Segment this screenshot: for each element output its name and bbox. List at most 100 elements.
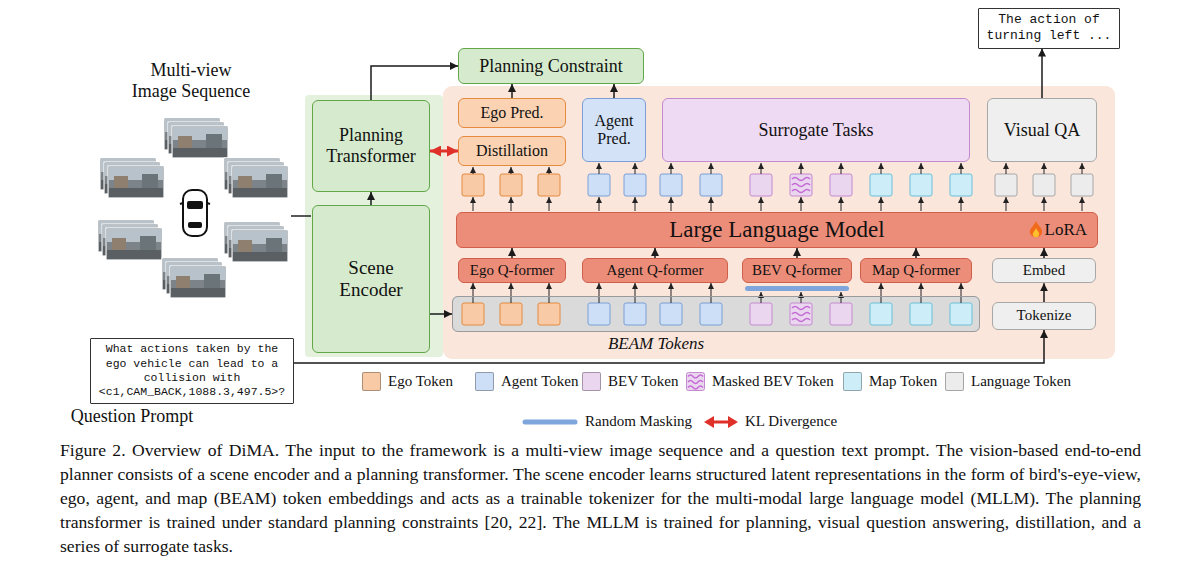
flow-arrow — [1043, 283, 1045, 302]
token-arrow — [635, 163, 636, 174]
token-arrow — [961, 163, 962, 174]
token-square — [1071, 174, 1093, 196]
qformer-box: BEV Q-former — [742, 258, 852, 283]
legend-item: Masked BEV Token — [686, 372, 834, 391]
legend-text: KL Divergence — [745, 413, 837, 430]
llm-band: Large Language ModelLoRA — [456, 212, 1098, 248]
token-arrow — [473, 197, 474, 211]
token-square — [790, 303, 812, 325]
legend-text: Random Masking — [585, 413, 692, 430]
token-arrow — [473, 283, 474, 303]
token-square — [1033, 174, 1055, 196]
token-square — [910, 303, 932, 325]
prediction-box: Ego Pred. — [458, 98, 566, 128]
flow-arrow — [430, 313, 452, 315]
token-arrow — [841, 197, 842, 211]
token-square — [462, 174, 484, 196]
token-square — [660, 303, 682, 325]
token-arrow — [511, 167, 512, 174]
figure-caption: Figure 2. Overview of DiMA. The input to… — [60, 438, 1141, 558]
node-text: Ego Q-former — [470, 262, 555, 279]
flow-arrow — [371, 66, 458, 100]
token-arrow — [761, 292, 762, 303]
token-arrow — [921, 197, 922, 211]
ego-car — [180, 190, 210, 236]
legend-item: Map Token — [843, 372, 937, 391]
token-square — [538, 303, 560, 325]
flow-arrow — [654, 248, 656, 258]
mask-wave — [792, 313, 810, 316]
token-arrow — [599, 163, 600, 174]
node-text: Embed — [1023, 262, 1066, 279]
token-square — [500, 174, 522, 196]
transformer-box: Planning Transformer — [312, 100, 430, 192]
embed-box: Embed — [992, 258, 1096, 283]
token-square — [588, 174, 610, 196]
token-arrow — [671, 197, 672, 211]
camera-frame — [170, 266, 226, 298]
legend-item: Random Masking — [522, 413, 692, 430]
legend-text: BEV Token — [608, 373, 678, 390]
masking-bar — [745, 286, 849, 291]
node-heading: Question Prompt — [31, 406, 233, 427]
mask-wave — [792, 307, 810, 310]
constraint-box: Planning Constraint — [458, 48, 644, 84]
legend-arrow — [704, 415, 738, 429]
node-heading: BEAM Tokens — [393, 334, 919, 354]
token-arrow — [1082, 163, 1083, 174]
legend-line — [522, 417, 578, 427]
figure-label: Multi-view Image Sequence — [128, 60, 254, 101]
token-arrow — [711, 283, 712, 303]
camera-frame — [232, 230, 288, 262]
node-text: Agent Q-former — [606, 262, 703, 279]
output-text-box: The action of turning left ... — [978, 8, 1120, 49]
token-arrow — [921, 163, 922, 174]
token-arrow — [921, 283, 922, 303]
node-text: Distillation — [476, 142, 548, 160]
node-text: Surrogate Tasks — [759, 120, 874, 141]
prompt-box: What actions taken by the ego vehicle ca… — [90, 338, 294, 404]
token-arrow — [711, 163, 712, 174]
token-arrow — [1006, 197, 1007, 211]
node-text: What actions taken by the ego vehicle ca… — [96, 342, 288, 400]
token-bar: BEAM Tokens — [452, 296, 980, 332]
token-arrow — [1006, 163, 1007, 174]
node-text: Scene Encoder — [318, 257, 424, 301]
token-arrow — [635, 197, 636, 211]
token-arrow — [961, 283, 962, 303]
token-square — [870, 303, 892, 325]
token-arrow — [761, 163, 762, 174]
node-text: Planning Constraint — [479, 56, 623, 77]
flow-arrow — [511, 248, 513, 258]
legend-text: Masked BEV Token — [712, 373, 834, 390]
token-square — [950, 303, 972, 325]
qformer-box: Map Q-former — [860, 258, 972, 283]
camera-images — [98, 118, 288, 298]
token-arrow — [841, 163, 842, 174]
camera-frame — [108, 166, 164, 198]
token-square — [830, 174, 852, 196]
token-arrow — [761, 197, 762, 211]
token-square — [500, 303, 522, 325]
token-arrow — [549, 283, 550, 303]
legend-item: Ego Token — [362, 372, 453, 391]
camera-frame — [106, 228, 162, 260]
token-arrow — [511, 283, 512, 303]
legend-swatch — [686, 372, 705, 391]
legend-item: BEV Token — [582, 372, 678, 391]
token-arrow — [549, 197, 550, 211]
flow-arrow — [1041, 49, 1043, 99]
mask-wave — [792, 178, 810, 181]
token-arrow — [671, 163, 672, 174]
task-box: Surrogate Tasks — [662, 98, 970, 162]
legend-swatch — [945, 372, 964, 391]
legend-item: Agent Token — [475, 372, 578, 391]
legend-text: Map Token — [869, 373, 937, 390]
token-bar-fill — [452, 296, 980, 332]
image-link — [291, 215, 311, 217]
token-square — [700, 174, 722, 196]
token-arrow — [801, 163, 802, 174]
node-text: The action of turning left ... — [984, 12, 1114, 45]
token-square — [870, 174, 892, 196]
legend-text: Agent Token — [501, 373, 578, 390]
